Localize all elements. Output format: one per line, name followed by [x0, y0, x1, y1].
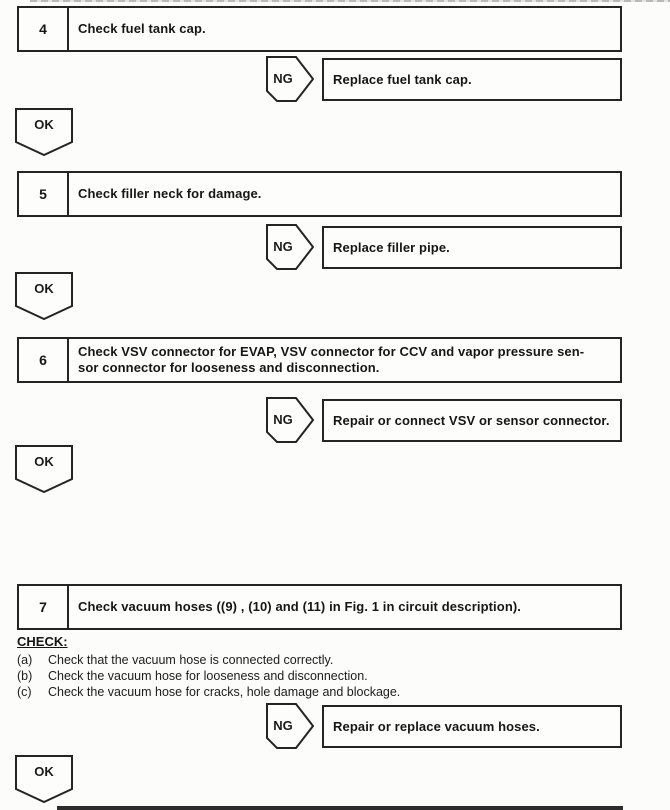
check-item-c: (c) Check the vacuum hose for cracks, ho…	[17, 684, 457, 700]
step-4-title-line1: Check fuel tank cap.	[78, 21, 206, 36]
step-6-ok-marker: OK	[15, 445, 73, 493]
step-6-box: 6 Check VSV connector for EVAP, VSV conn…	[17, 337, 622, 383]
step-7-box: 7 Check vacuum hoses ((9) , (10) and (11…	[17, 584, 622, 630]
check-item-c-text: Check the vacuum hose for cracks, hole d…	[48, 685, 401, 699]
check-heading: CHECK:	[17, 634, 68, 649]
check-item-c-label: (c)	[17, 685, 32, 699]
check-item-a-text: Check that the vacuum hose is connected …	[48, 653, 334, 667]
step-4-title: Check fuel tank cap.	[69, 8, 620, 50]
ng-pentagon-icon	[266, 224, 314, 270]
step-7-title-line1: Check vacuum hoses ((9) , (10) and (11) …	[78, 599, 521, 614]
step-4-ng-action-box: Replace fuel tank cap.	[322, 58, 622, 101]
step-4-ok-marker: OK	[15, 108, 73, 156]
step-4-ng-connector: NG	[266, 56, 314, 102]
check-item-b-label: (b)	[17, 669, 33, 683]
ok-pentagon-icon	[15, 108, 73, 156]
step-6-ok-label: OK	[34, 454, 54, 469]
check-item-b-text: Check the vacuum hose for looseness and …	[48, 669, 368, 683]
step-5-number: 5	[19, 173, 69, 215]
step-7-ok-marker: OK	[15, 755, 73, 803]
cropped-box-edge-bottom	[57, 806, 623, 810]
step-5-ng-action-text: Replace filler pipe.	[333, 240, 450, 255]
step-7-ng-connector: NG	[266, 703, 314, 749]
step-6-ng-action-box: Repair or connect VSV or sensor connecto…	[322, 399, 622, 442]
step-7-ok-label: OK	[34, 764, 54, 779]
step-7-ng-action-text: Repair or replace vacuum hoses.	[333, 719, 540, 734]
step-5-title: Check filler neck for damage.	[69, 173, 620, 215]
step-5-ng-connector: NG	[266, 224, 314, 270]
step-6-title-line1: Check VSV connector for EVAP, VSV connec…	[78, 344, 585, 359]
check-section: CHECK: (a) Check that the vacuum hose is…	[17, 633, 457, 700]
step-5-box: 5 Check filler neck for damage.	[17, 171, 622, 217]
step-7-ng-action-box: Repair or replace vacuum hoses.	[322, 705, 622, 748]
step-4-box: 4 Check fuel tank cap.	[17, 6, 622, 52]
ok-pentagon-icon	[15, 445, 73, 493]
step-5-ok-marker: OK	[15, 272, 73, 320]
step-4-ng-action-text: Replace fuel tank cap.	[333, 72, 472, 87]
step-7-number: 7	[19, 586, 69, 628]
step-5-ng-label: NG	[273, 239, 293, 254]
step-7-title: Check vacuum hoses ((9) , (10) and (11) …	[69, 586, 620, 628]
step-6-title-line2: sor connector for looseness and disconne…	[78, 360, 380, 375]
check-item-b: (b) Check the vacuum hose for looseness …	[17, 668, 457, 684]
step-4-number: 4	[19, 8, 69, 50]
check-item-a: (a) Check that the vacuum hose is connec…	[17, 652, 457, 668]
ng-pentagon-icon	[266, 703, 314, 749]
step-5-title-line1: Check filler neck for damage.	[78, 186, 262, 201]
step-6-ng-label: NG	[273, 412, 293, 427]
ok-pentagon-icon	[15, 272, 73, 320]
step-6-number: 6	[19, 339, 69, 381]
step-7-ng-label: NG	[273, 718, 293, 733]
step-6-ng-action-text: Repair or connect VSV or sensor connecto…	[333, 413, 610, 428]
step-6-title: Check VSV connector for EVAP, VSV connec…	[69, 339, 620, 381]
step-4-ng-label: NG	[273, 71, 293, 86]
check-item-a-label: (a)	[17, 653, 33, 667]
ng-pentagon-icon	[266, 397, 314, 443]
step-4-ok-label: OK	[34, 117, 54, 132]
ok-pentagon-icon	[15, 755, 73, 803]
cropped-box-edge-top	[30, 0, 670, 2]
step-6-ng-connector: NG	[266, 397, 314, 443]
step-5-ok-label: OK	[34, 281, 54, 296]
ng-pentagon-icon	[266, 56, 314, 102]
step-5-ng-action-box: Replace filler pipe.	[322, 226, 622, 269]
